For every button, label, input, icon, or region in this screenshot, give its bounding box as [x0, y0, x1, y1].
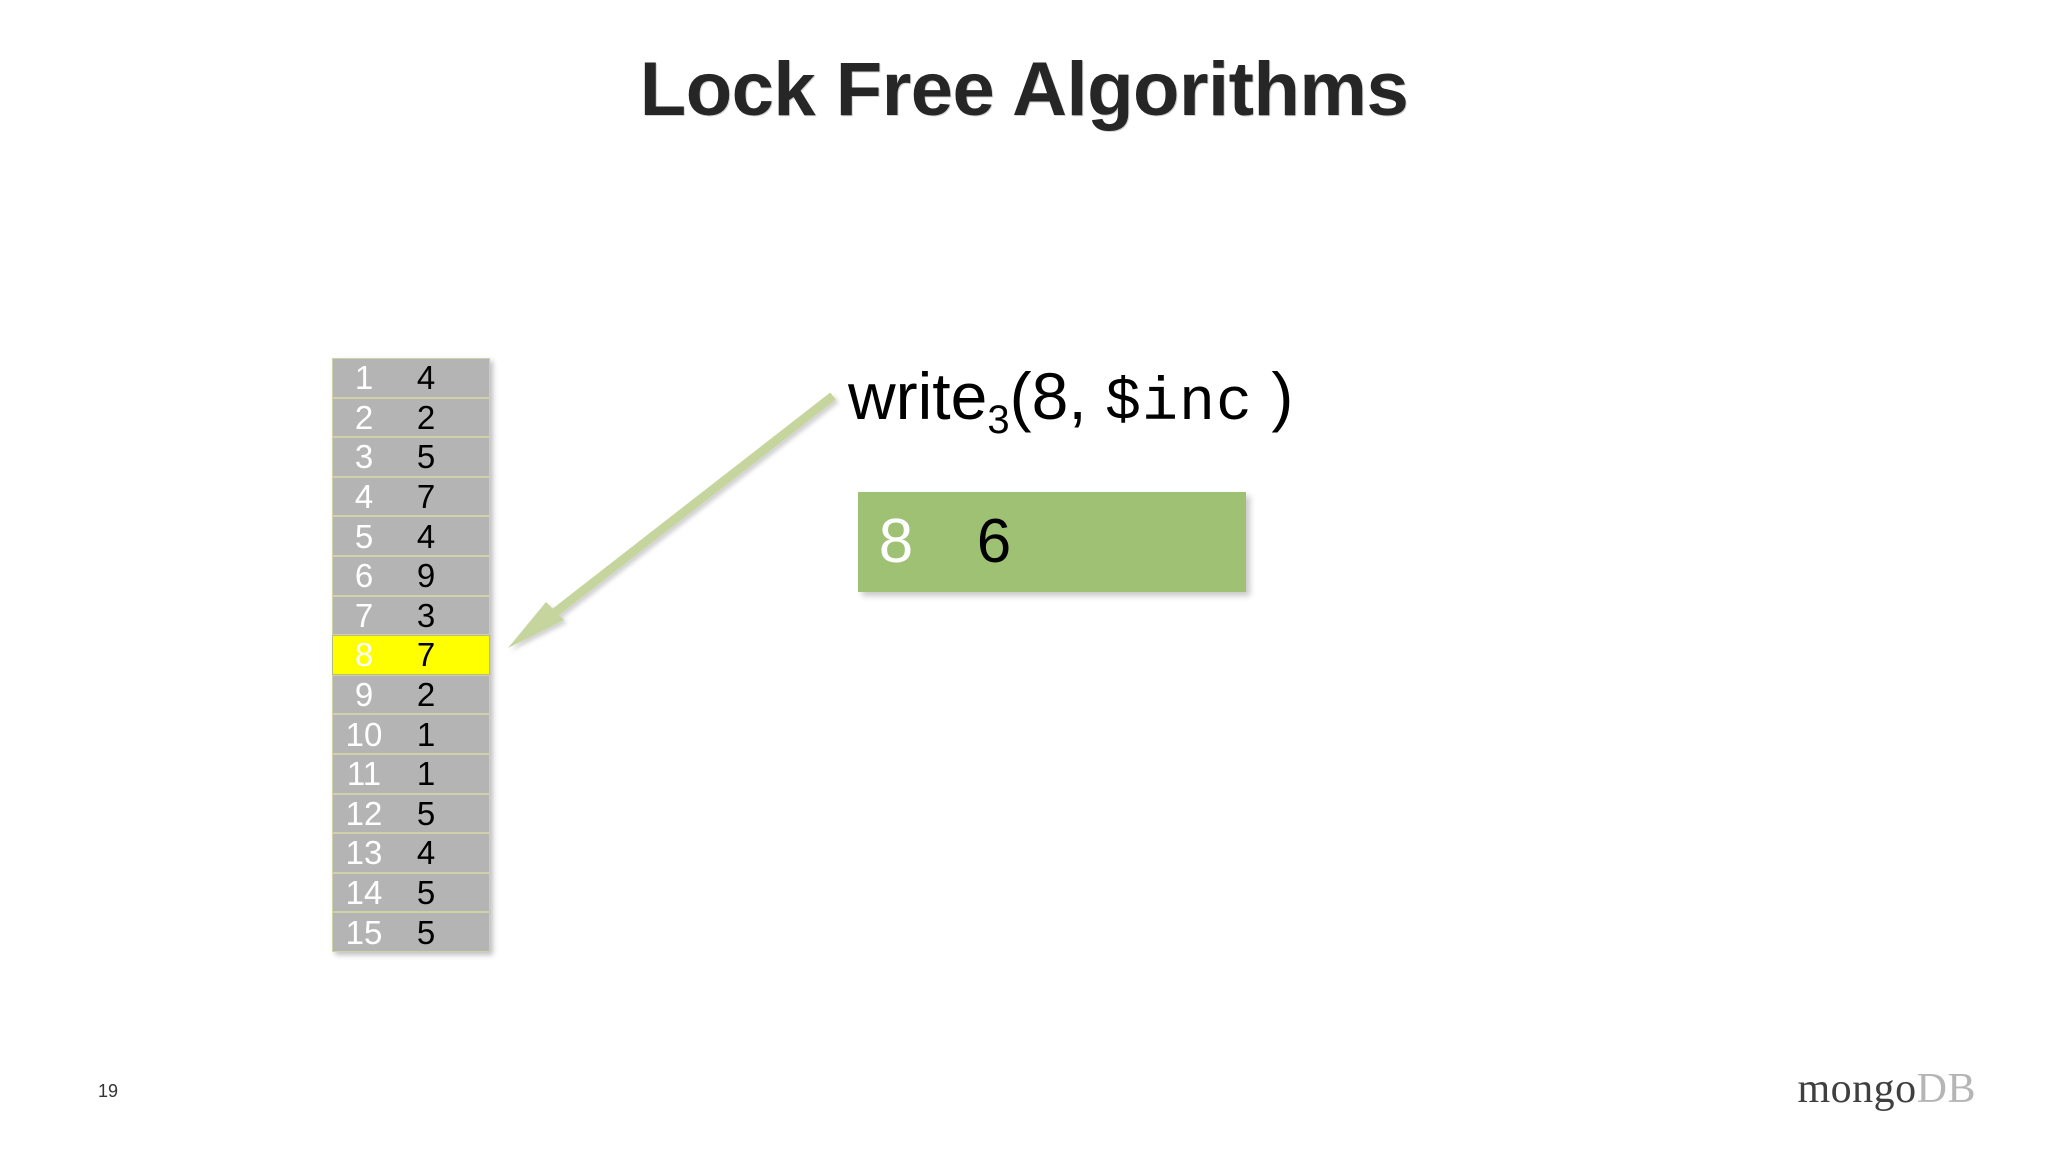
memory-row: 13 4 [332, 833, 490, 873]
memory-row-value: 5 [416, 913, 436, 951]
memory-row-index: 8 [354, 636, 374, 674]
memory-row-value: 1 [416, 715, 436, 753]
write-operation-expression: write3(8, $inc ) [848, 359, 1294, 440]
memory-row: 10 1 [332, 714, 490, 754]
memory-row: 15 5 [332, 912, 490, 952]
write-arg-separator: , [1068, 359, 1105, 433]
page-number: 19 [98, 1081, 119, 1101]
memory-row-value: 3 [416, 596, 436, 634]
memory-row-value: 5 [416, 874, 436, 912]
memory-row-value: 4 [416, 359, 436, 397]
memory-row-index: 15 [345, 913, 383, 951]
write-close-paren: ) [1253, 359, 1294, 433]
memory-row-index: 4 [354, 478, 374, 516]
write-key-argument: 8 [1031, 359, 1069, 433]
logo-text-secondary: DB [1916, 1066, 1976, 1112]
write-op-subscript: 3 [987, 398, 1010, 443]
memory-row-index: 2 [354, 398, 374, 436]
memory-row-index: 3 [354, 438, 374, 476]
page-title: Lock Free Algorithms [639, 47, 1409, 132]
memory-row-index: 10 [345, 715, 383, 753]
memory-row-index: 6 [354, 557, 374, 595]
memory-row-index: 13 [345, 834, 383, 872]
memory-row-index: 7 [354, 596, 374, 634]
logo-text-primary: mongo [1797, 1066, 1917, 1112]
memory-row-value: 1 [416, 755, 436, 793]
pending-write-key: 8 [878, 507, 914, 576]
memory-row-value: 4 [416, 517, 436, 555]
pending-write-value: 6 [976, 507, 1012, 576]
write-modifier-argument: $inc [1105, 370, 1254, 438]
memory-row-value: 9 [416, 557, 436, 595]
memory-row-index: 9 [354, 676, 374, 714]
callout-arrow-icon [508, 392, 836, 648]
memory-row-value: 7 [416, 478, 436, 516]
write-open-paren: ( [1009, 359, 1032, 433]
write-op-label: write [848, 359, 988, 433]
memory-row-value: 5 [416, 438, 436, 476]
memory-row-value: 2 [416, 676, 436, 714]
pending-write-box: 8 6 [858, 492, 1246, 592]
memory-row-value: 5 [416, 794, 436, 832]
mongodb-logo: mongoDB [1797, 1068, 1976, 1110]
memory-row-value: 7 [416, 636, 436, 674]
memory-row-index: 5 [354, 517, 374, 555]
memory-row-value: 4 [416, 834, 436, 872]
memory-row-index: 1 [354, 359, 374, 397]
memory-row-index: 12 [345, 794, 383, 832]
memory-row-index: 14 [345, 874, 383, 912]
memory-row: 14 5 [332, 872, 490, 913]
memory-row: 12 5 [332, 793, 490, 834]
memory-row-value: 2 [416, 398, 436, 436]
memory-row-index: 11 [346, 755, 382, 793]
